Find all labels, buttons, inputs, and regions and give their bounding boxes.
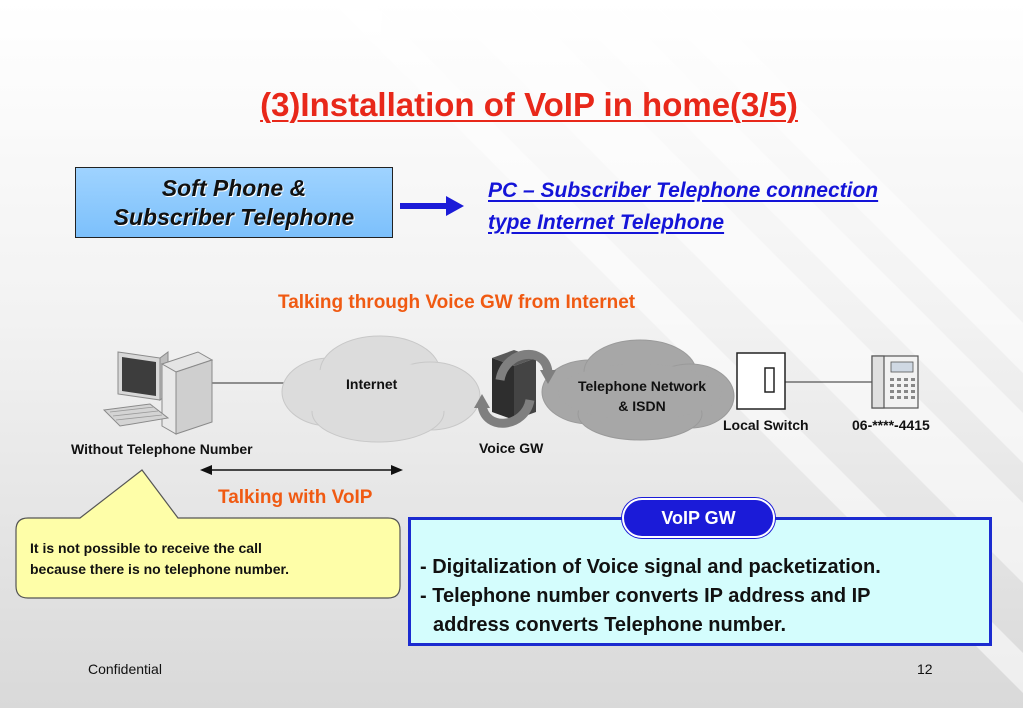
voip-line1: - Digitalization of Voice signal and pac… [420,556,881,578]
internet-label: Internet [346,376,398,392]
callout-bubble [15,469,401,599]
voip-line2: - Telephone number converts IP address a… [420,585,871,607]
pc-connection-type-link[interactable]: PC – Subscriber Telephone connection typ… [488,175,998,239]
footer-confidential: Confidential [88,661,162,677]
voice-gw-icon [474,350,556,428]
telephone-network-line2: & ISDN [618,398,666,414]
voip-line3: address converts Telephone number. [433,614,787,636]
page-number: 12 [917,661,933,677]
callout-line2: because there is no telephone number. [30,561,290,577]
arrow-right-icon [400,196,464,216]
local-switch-icon [736,352,786,410]
pc-connection-line1: PC – Subscriber Telephone connection [488,179,879,202]
soft-phone-line1: Soft Phone & [161,174,307,201]
soft-phone-box: Soft Phone & Subscriber Telephone [75,167,393,238]
callout-text: It is not possible to receive the call b… [30,538,380,580]
slide-title: (3)Installation of VoIP in home(3/5) [260,86,798,123]
local-switch-label: Local Switch [723,417,809,433]
phone-number-label: 06-****-4415 [852,417,930,433]
talking-with-voip-label: Talking with VoIP [218,487,373,508]
voip-gw-badge: VoIP GW [622,498,775,538]
callout-line1: It is not possible to receive the call [30,540,262,556]
voice-gw-label: Voice GW [479,440,544,456]
soft-phone-line2: Subscriber Telephone [113,203,355,230]
pc-label: Without Telephone Number [71,441,253,457]
telephone-network-line1: Telephone Network [577,378,707,394]
telephone-icon [871,355,919,409]
telephone-network-label: Telephone Network & ISDN [556,376,728,416]
talking-through-label: Talking through Voice GW from Internet [278,292,636,313]
voip-gw-description: - Digitalization of Voice signal and pac… [420,553,985,640]
double-arrow-icon [200,465,403,475]
pc-connection-line2: type Internet Telephone [488,211,725,234]
pc-icon [102,351,214,435]
